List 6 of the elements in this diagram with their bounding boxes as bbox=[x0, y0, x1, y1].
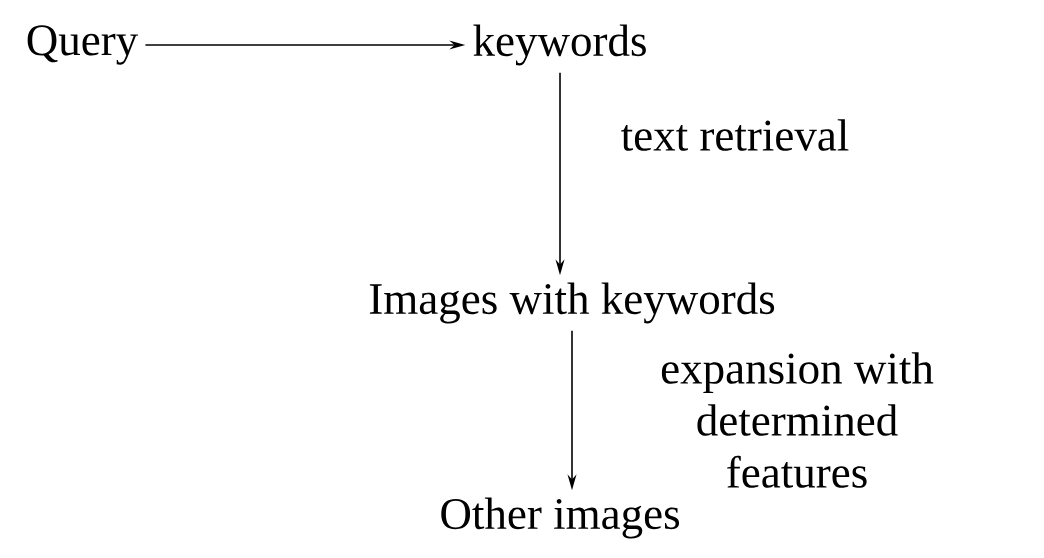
node-text: keywords bbox=[473, 24, 646, 66]
edge-label: expansion with determined features bbox=[661, 352, 934, 488]
node-text: Other images bbox=[441, 497, 679, 539]
node-text: Query bbox=[27, 25, 139, 65]
edge-label: text retrieval bbox=[621, 119, 849, 151]
node-text: Images with keywords bbox=[369, 282, 775, 324]
